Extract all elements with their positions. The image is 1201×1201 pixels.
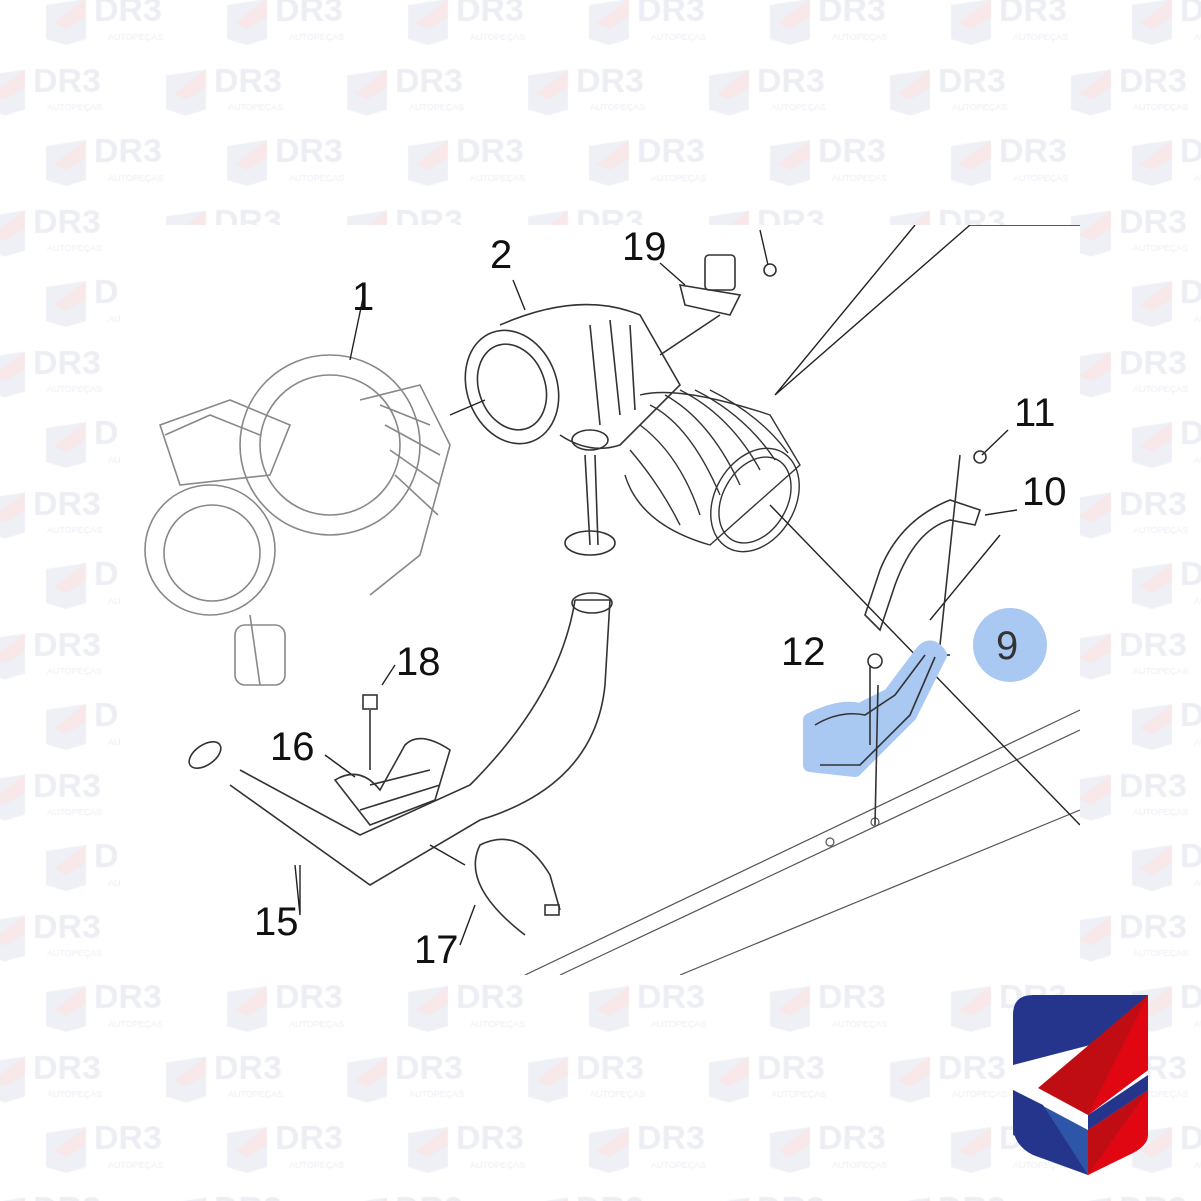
leader-lines xyxy=(294,225,1080,946)
bracket-part-16 xyxy=(333,694,451,826)
callout-17[interactable]: 17 xyxy=(414,928,459,972)
elbow-part-2 xyxy=(464,303,681,451)
floor-plane xyxy=(524,709,1080,975)
callout-19[interactable]: 19 xyxy=(622,225,667,269)
callout-10[interactable]: 10 xyxy=(1022,470,1067,514)
strap-part-10 xyxy=(864,450,987,646)
callout-9-highlight xyxy=(973,608,1047,682)
callout-16[interactable]: 16 xyxy=(270,725,315,769)
callout-11[interactable]: 11 xyxy=(1014,391,1056,435)
sensor-part-19 xyxy=(659,254,777,356)
dr3-logo xyxy=(1013,995,1148,1175)
callout-1[interactable]: 1 xyxy=(352,275,375,319)
bracket-part-9-highlighted xyxy=(803,640,947,826)
callout-9[interactable]: 9 xyxy=(996,624,1019,668)
callout-15[interactable]: 15 xyxy=(254,900,299,944)
callout-18[interactable]: 18 xyxy=(396,640,441,684)
bellows-hose xyxy=(624,389,801,553)
diagram-drawing xyxy=(144,225,1080,975)
callout-12[interactable]: 12 xyxy=(781,630,826,674)
clamp-part-17 xyxy=(474,838,561,936)
coolant-hose-part-15 xyxy=(188,454,616,886)
callout-2[interactable]: 2 xyxy=(490,233,513,277)
turbocharger-part-1 xyxy=(144,354,451,686)
parts-diagram: 1 2 19 11 10 9 12 18 16 15 17 xyxy=(120,225,1080,975)
